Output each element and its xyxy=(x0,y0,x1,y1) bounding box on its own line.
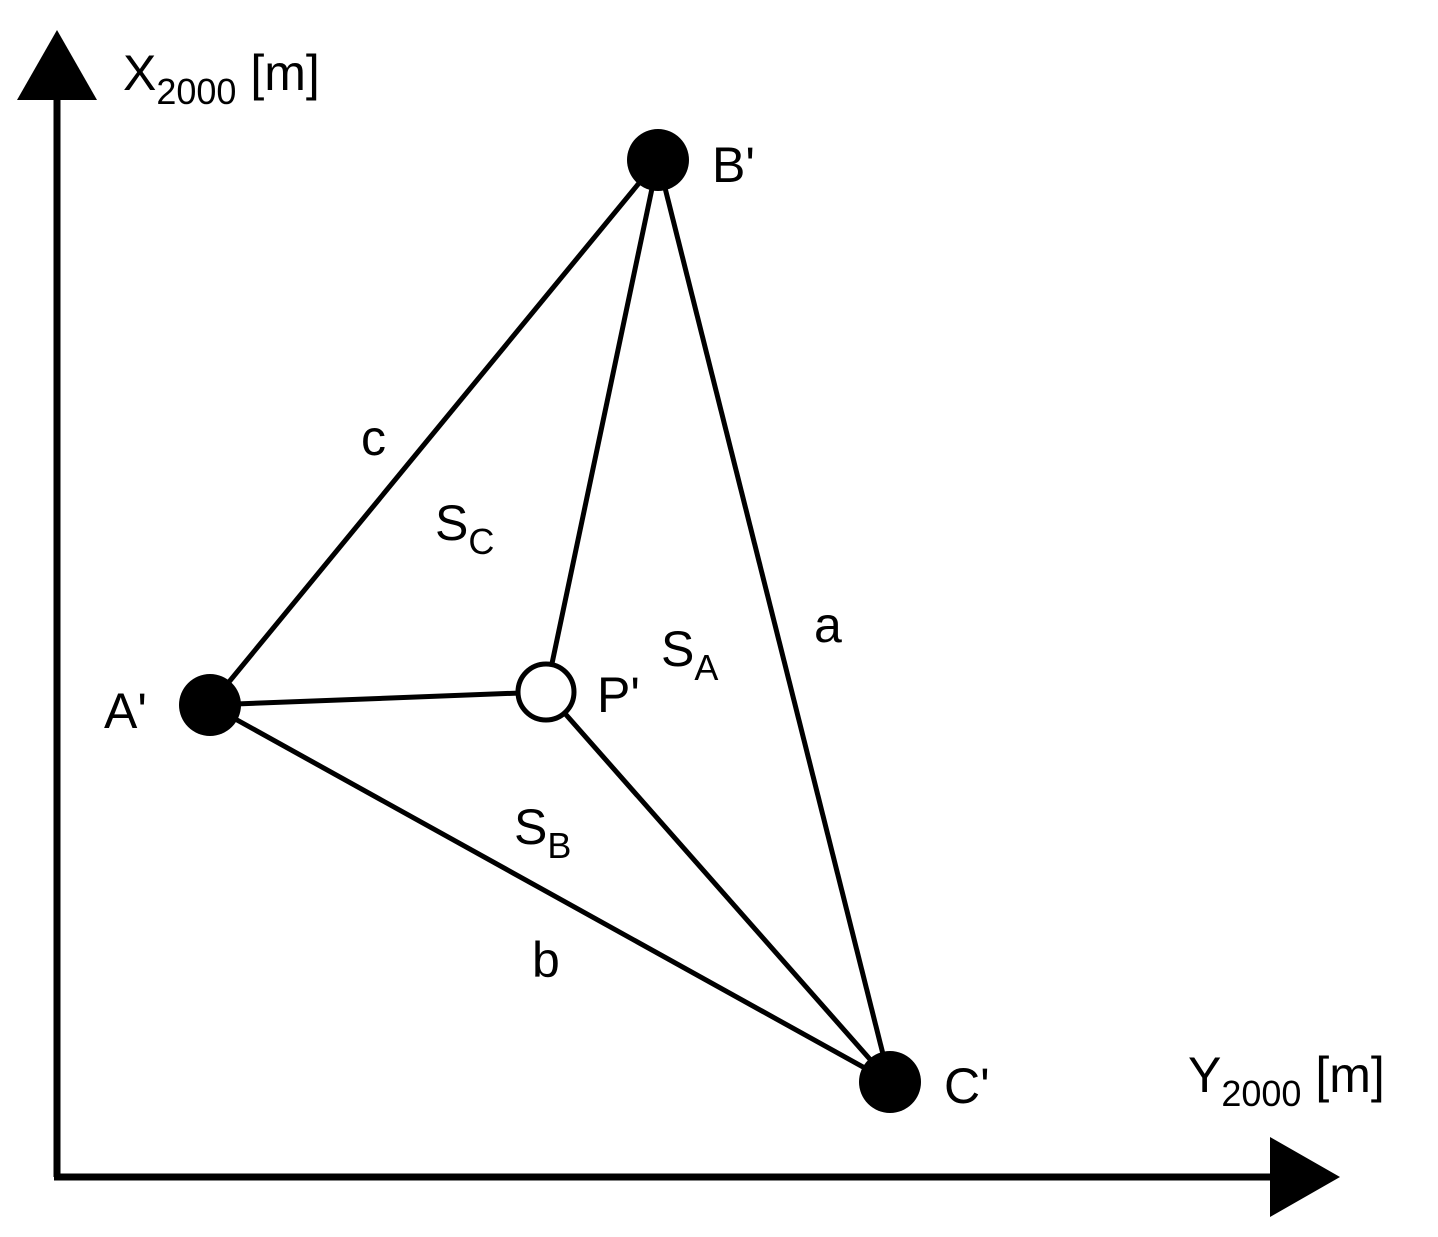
x-axis-label-main: X xyxy=(123,45,156,101)
point-b xyxy=(627,129,689,191)
x-axis-label-sub: 2000 xyxy=(156,71,236,112)
point-b-label: B' xyxy=(712,137,755,193)
y-axis-label-main: Y xyxy=(1188,1047,1221,1103)
side-a-label: a xyxy=(814,597,842,653)
y-axis-label-sub: 2000 xyxy=(1221,1073,1301,1114)
area-sc-label: SC xyxy=(435,495,494,562)
area-sa-sub: A xyxy=(694,647,718,688)
point-a-label: A' xyxy=(104,683,147,739)
line-p-to-b xyxy=(543,159,661,693)
side-a-line xyxy=(655,159,893,1083)
side-b-line xyxy=(208,702,892,1085)
side-c-label: c xyxy=(361,410,386,466)
area-sc-sub: C xyxy=(468,521,494,562)
vertical-axis-arrowhead xyxy=(17,30,97,100)
x-axis-label-unit: [m] xyxy=(236,45,319,101)
area-sb-label: SB xyxy=(514,799,571,866)
line-p-to-a xyxy=(209,689,547,708)
line-p-to-c xyxy=(544,690,892,1084)
y-axis-label: Y2000 [m] xyxy=(1188,1047,1385,1114)
point-c-label: C' xyxy=(944,1058,990,1114)
point-c xyxy=(859,1051,921,1113)
area-sb-main: S xyxy=(514,799,547,855)
horizontal-axis-arrowhead xyxy=(1270,1137,1340,1217)
side-c-line xyxy=(208,158,660,707)
point-p xyxy=(515,661,577,723)
area-sc-main: S xyxy=(435,495,468,551)
side-b-label: b xyxy=(532,932,560,988)
y-axis-label-unit: [m] xyxy=(1301,1047,1384,1103)
point-a xyxy=(179,674,241,736)
area-sa-main: S xyxy=(661,621,694,677)
area-sb-sub: B xyxy=(547,825,571,866)
x-axis-label: X2000 [m] xyxy=(123,45,320,112)
area-sa-label: SA xyxy=(661,621,718,688)
point-p-label: P' xyxy=(597,667,640,723)
